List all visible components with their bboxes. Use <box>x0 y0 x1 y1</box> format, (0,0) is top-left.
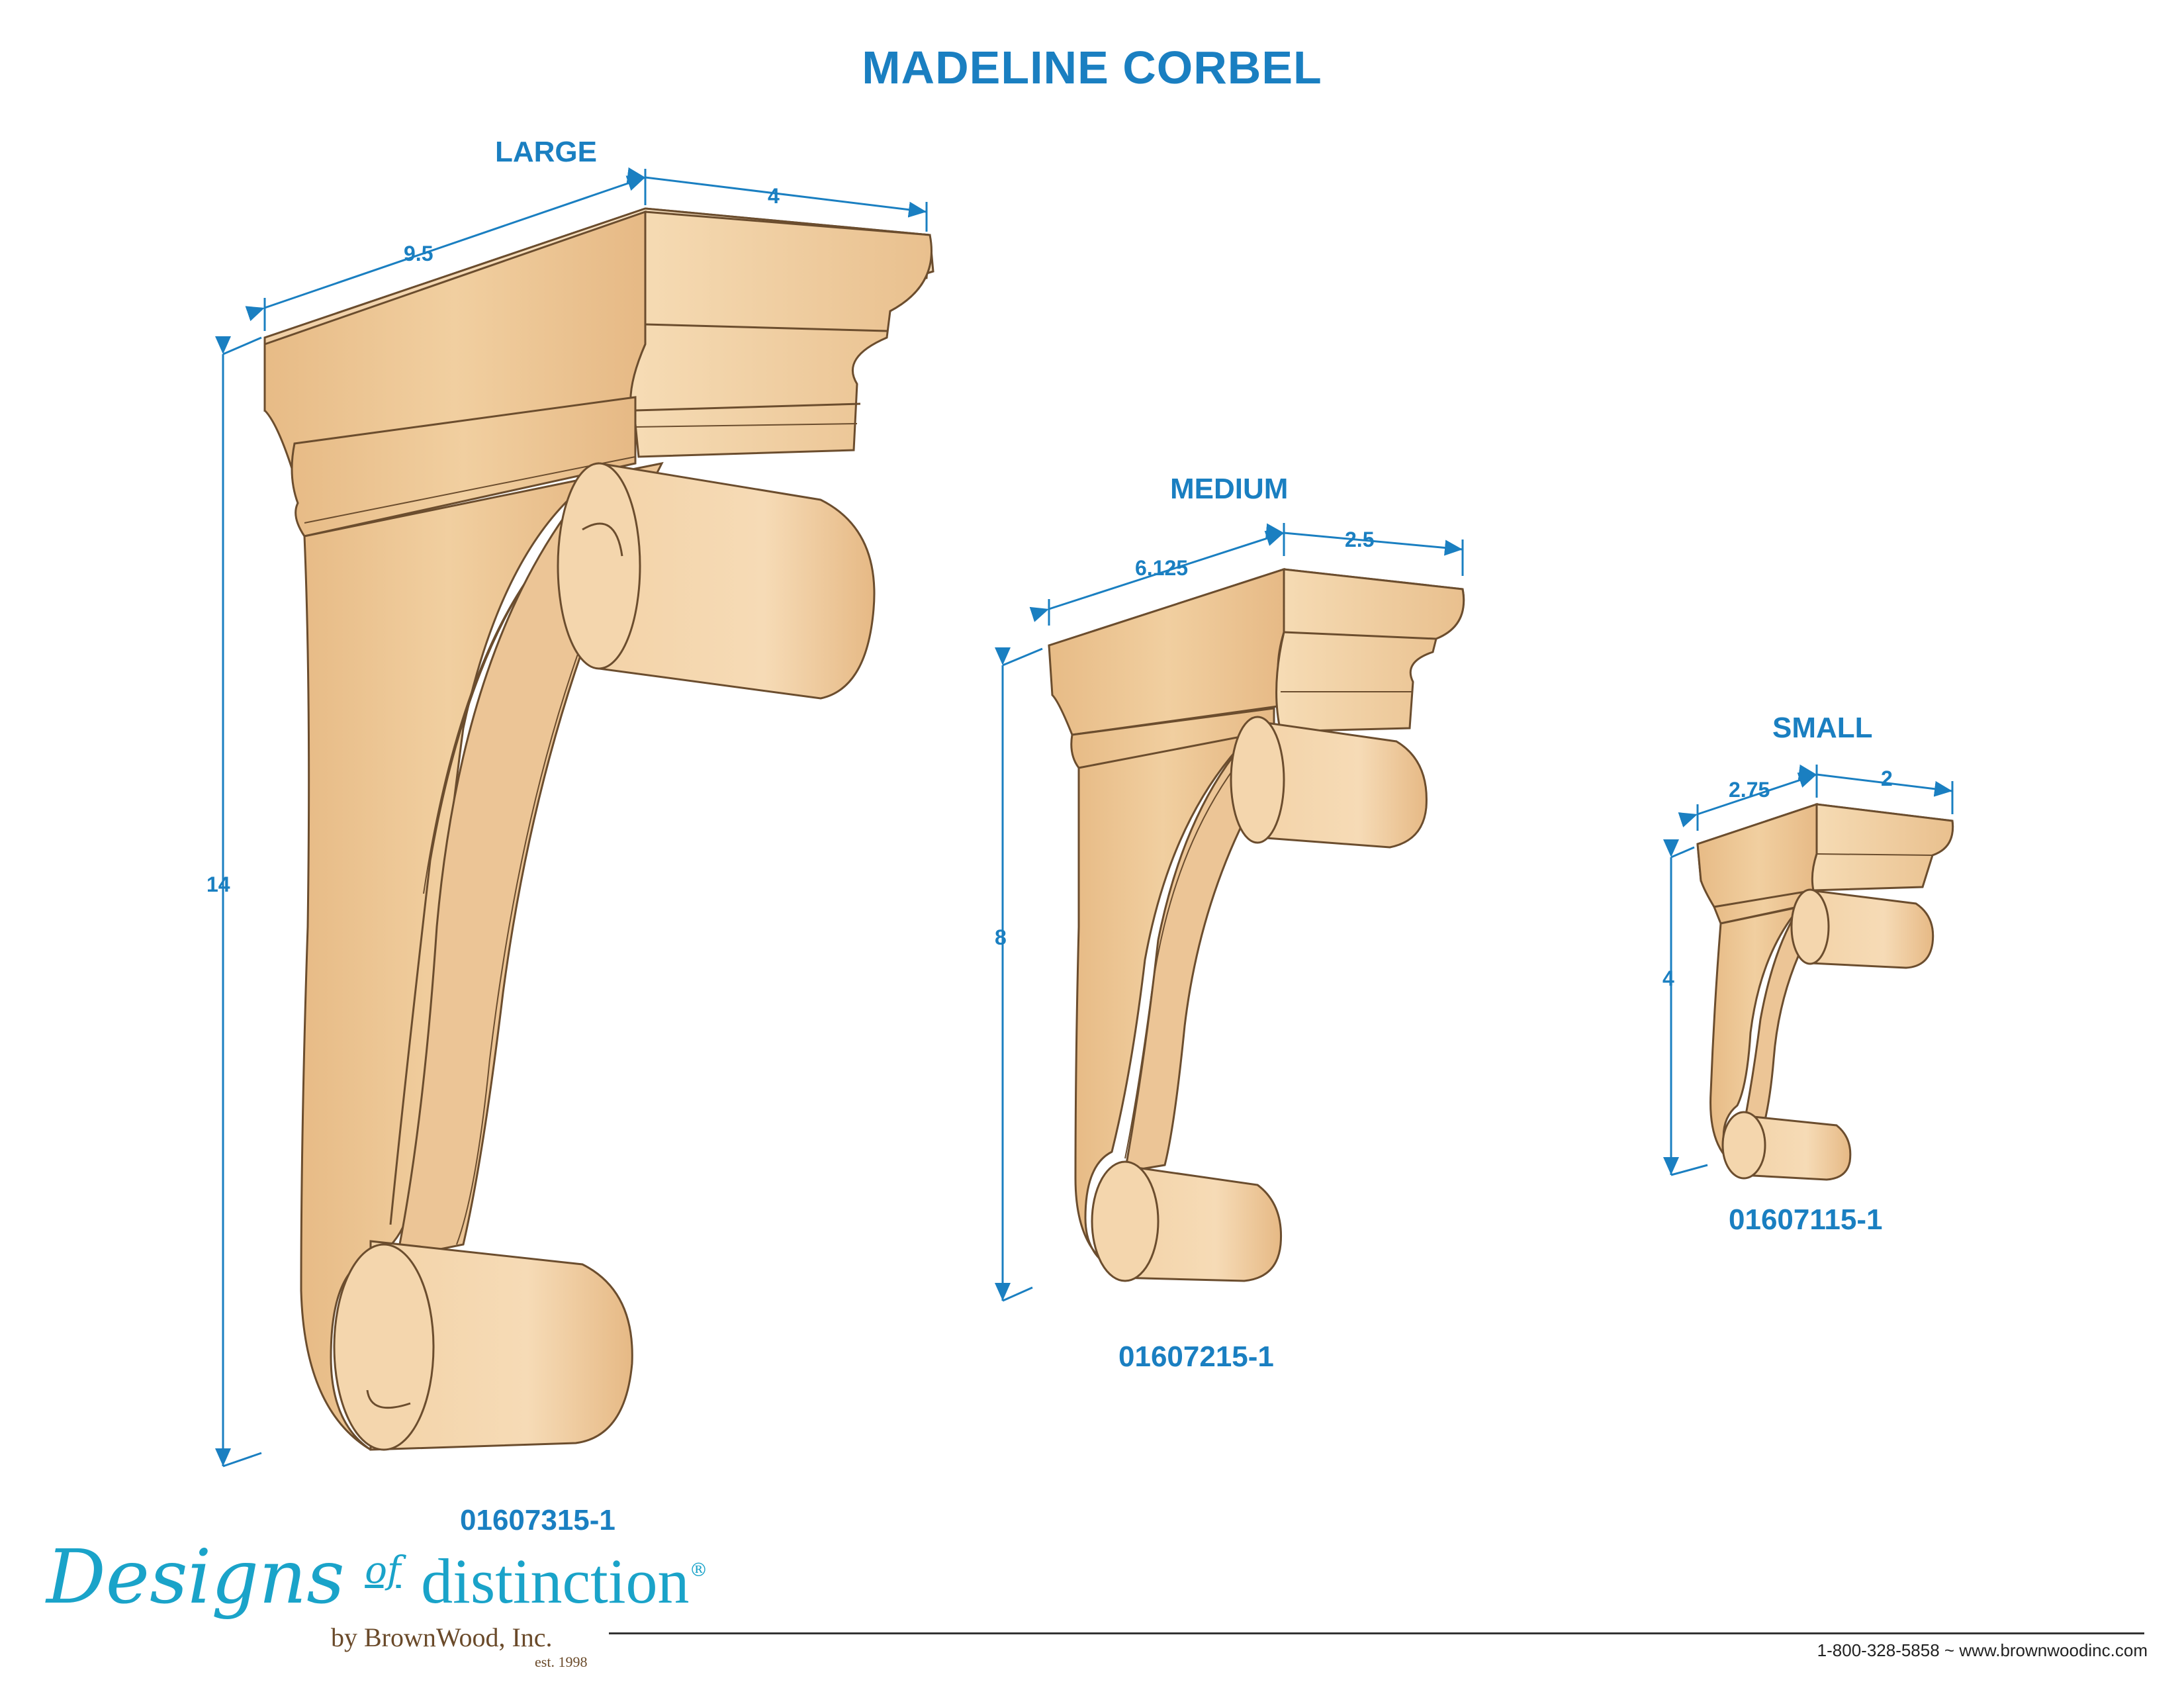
medium-width-value: 6.125 <box>1135 556 1189 580</box>
large-depth-value: 4 <box>768 184 780 208</box>
contact-info: 1-800-328-5858 ~ www.brownwoodinc.com <box>1817 1640 2148 1660</box>
small-corbel <box>1696 802 1954 1181</box>
large-width-value: 9.5 <box>404 242 433 265</box>
brand-name-script: Designs <box>46 1534 345 1620</box>
brand-name-rest: distinction <box>421 1546 690 1617</box>
medium-size-label: MEDIUM <box>1170 473 1289 505</box>
registered-mark: ® <box>689 1559 708 1581</box>
brand-byline: by BrownWood, Inc. <box>331 1622 553 1652</box>
small-size-label: SMALL <box>1772 712 1873 744</box>
medium-depth-value: 2.5 <box>1345 528 1375 551</box>
medium-part-number: 01607215-1 <box>1118 1340 1274 1373</box>
small-part-number: 01607115-1 <box>1729 1203 1883 1236</box>
brand-logo: Designs of distinction® <box>46 1534 708 1620</box>
brand-established: est. 1998 <box>535 1654 588 1670</box>
small-height-value: 4 <box>1662 966 1674 990</box>
small-width-value: 2.75 <box>1729 778 1770 802</box>
medium-height-value: 8 <box>995 925 1007 949</box>
small-depth-value: 2 <box>1881 767 1893 790</box>
large-part-number: 01607315-1 <box>460 1504 615 1536</box>
brand-name-of: of <box>365 1549 401 1592</box>
large-size-label: LARGE <box>495 136 597 168</box>
medium-corbel <box>1048 567 1465 1282</box>
footer-divider <box>609 1632 2144 1634</box>
large-corbel <box>263 207 934 1451</box>
small-dimensions <box>1663 764 1954 1176</box>
medium-dimensions <box>995 523 1464 1302</box>
large-height-value: 14 <box>206 872 230 896</box>
large-dimensions <box>215 167 928 1468</box>
page-title: MADELINE CORBEL <box>862 42 1322 93</box>
